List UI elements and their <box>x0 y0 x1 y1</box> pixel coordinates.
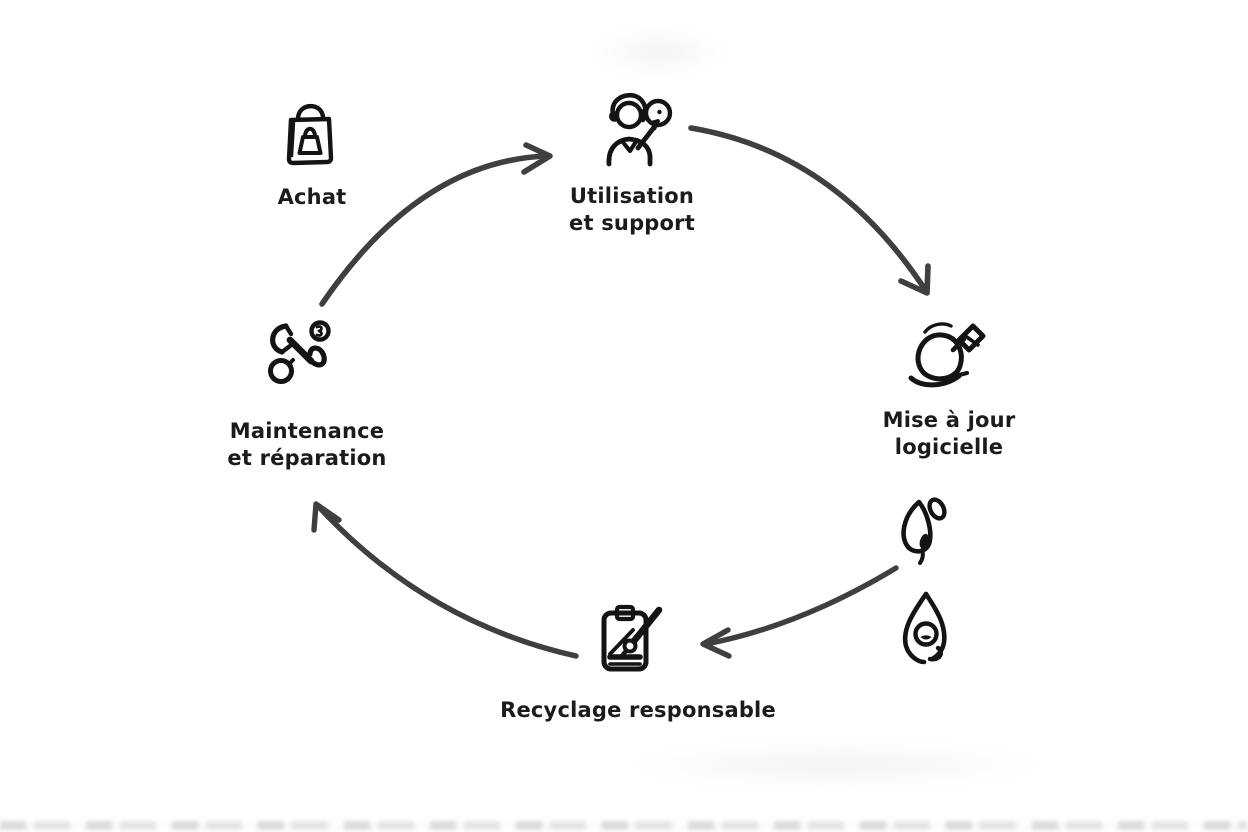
arrow-recyclage-to-maintenance <box>311 501 579 659</box>
stage-label-line: Utilisation <box>569 184 695 208</box>
stage-label-line: Mise à jour <box>882 408 1016 432</box>
leaf-icon <box>901 497 947 565</box>
support-agent-icon <box>606 92 673 167</box>
shopping-bag-icon <box>286 103 334 166</box>
stage-label-line: et réparation <box>227 446 387 470</box>
droplet-eco-icon <box>902 591 947 665</box>
arrow-mise-a-jour-to-recyclage <box>700 565 899 659</box>
stage-label-line: logicielle <box>894 435 1004 459</box>
arrow-achat-to-utilisation <box>319 142 553 307</box>
stage-label-line: et support <box>569 211 695 235</box>
clipboard-pencil-icon <box>601 604 663 672</box>
stage-label-recyclage: Recyclage responsable <box>500 698 776 722</box>
arrow-utilisation-to-mise-a-jour <box>688 125 931 296</box>
wrench-gear-icon <box>268 320 331 384</box>
stage-label-mise-a-jour: Mise à jour logicielle <box>883 407 1016 461</box>
software-update-icon <box>908 322 986 388</box>
stage-label-line: Maintenance <box>229 419 385 443</box>
stage-label-achat: Achat <box>277 185 347 209</box>
stage-label-maintenance: Maintenance et réparation <box>227 418 386 472</box>
stage-label-utilisation: Utilisation et support <box>569 183 695 237</box>
